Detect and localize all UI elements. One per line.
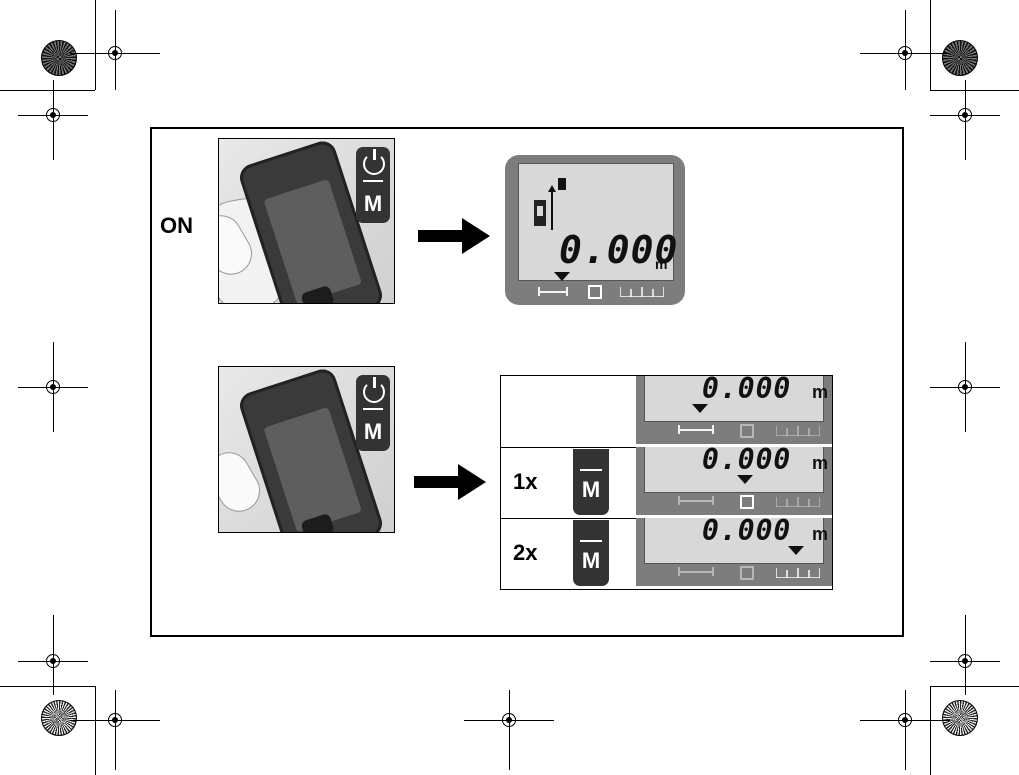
mode-sequence: 0.000 m 1x M 0.000 m <box>500 375 833 590</box>
mode-key: M <box>573 520 609 586</box>
power-icon <box>363 381 385 403</box>
color-wheel-icon <box>41 40 77 76</box>
mode-indicator-icon <box>554 272 570 281</box>
mode-row-area: 1x M 0.000 m <box>501 447 832 519</box>
power-mode-key: M <box>356 147 390 223</box>
reference-point-icon <box>534 176 568 234</box>
arrow-right-icon <box>414 464 486 500</box>
area-mode-icon <box>740 566 754 580</box>
area-mode-icon <box>588 285 602 299</box>
area-mode-icon <box>740 495 754 509</box>
on-label: ON <box>160 213 193 239</box>
power-mode-key: M <box>356 375 390 451</box>
volume-mode-icon <box>776 424 820 436</box>
mode-row-volume: 2x M 0.000 m <box>501 518 832 589</box>
mode-key: M <box>573 449 609 515</box>
unit-label: m <box>655 256 667 272</box>
mode-indicator-icon <box>788 546 804 555</box>
power-icon <box>363 153 385 175</box>
color-wheel-icon <box>942 700 978 736</box>
volume-mode-icon <box>776 495 820 507</box>
mode-indicator-icon <box>692 404 708 413</box>
arrow-right-icon <box>418 218 490 254</box>
mode-row-length: 0.000 m <box>501 376 832 448</box>
lcd-panel: 0.000 m <box>518 163 674 281</box>
lcd-display: 0.000 m <box>505 155 685 305</box>
area-mode-icon <box>740 424 754 438</box>
color-wheel-icon <box>942 40 978 76</box>
color-wheel-icon <box>41 700 77 736</box>
device-photo-on: M <box>218 138 395 304</box>
device-photo-mode: M <box>218 366 395 533</box>
mode-indicator-icon <box>737 475 753 484</box>
volume-mode-icon <box>776 566 820 578</box>
volume-mode-icon <box>620 285 664 297</box>
